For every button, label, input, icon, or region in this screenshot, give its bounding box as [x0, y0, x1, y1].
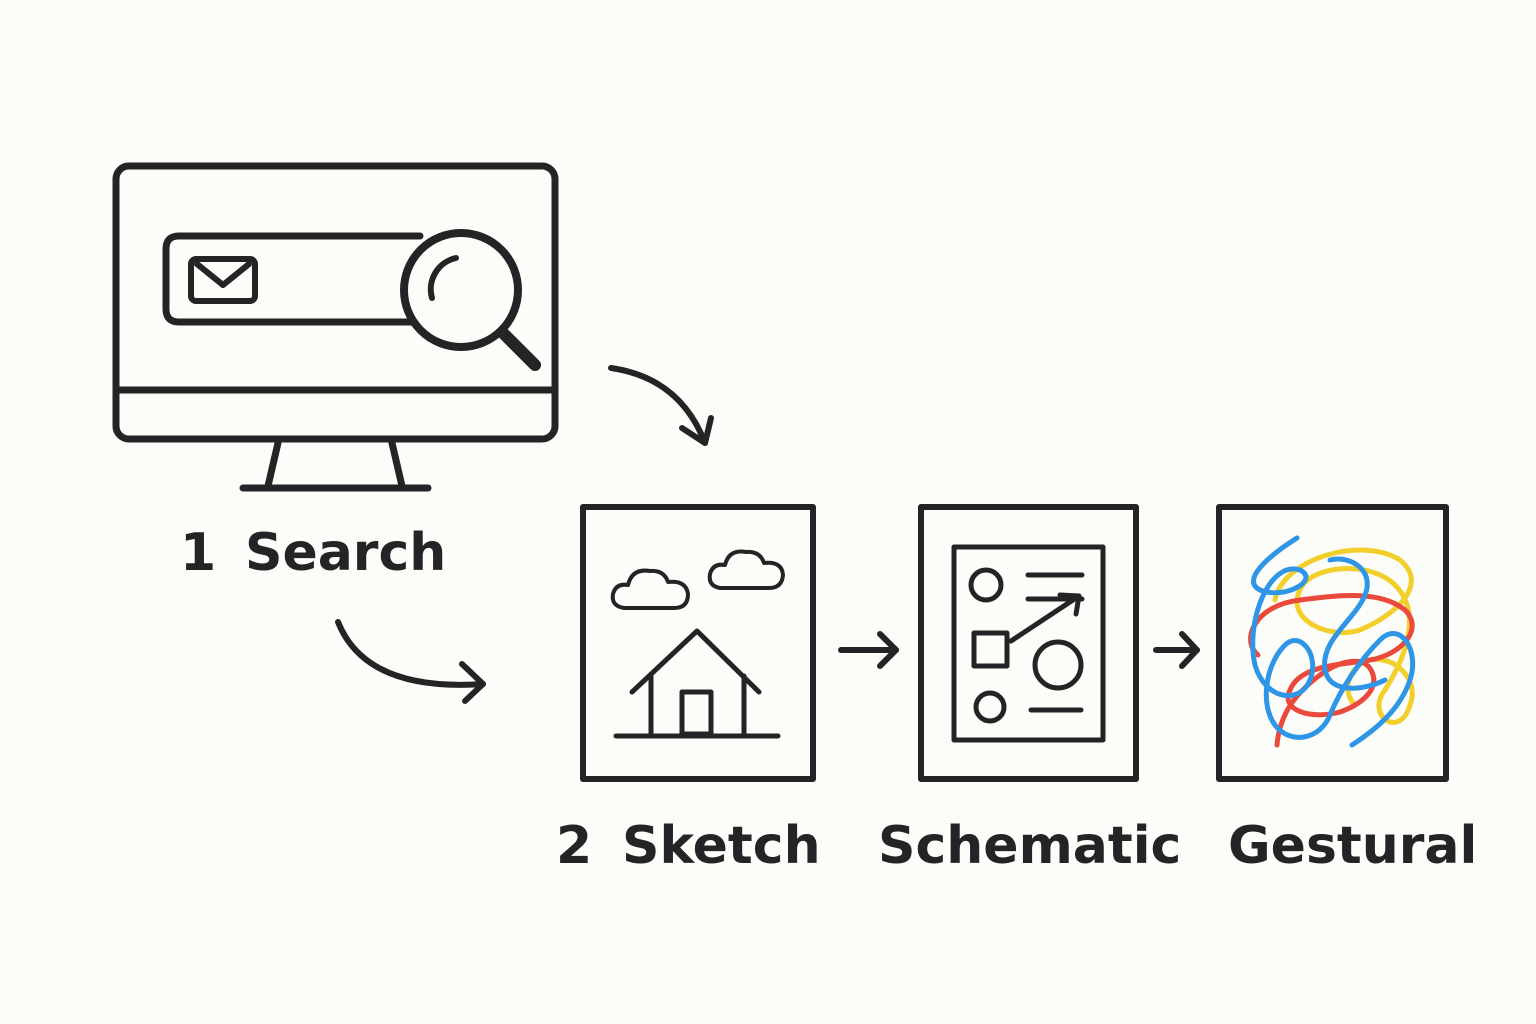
magnifier-icon	[400, 229, 541, 371]
house-sketch-icon	[580, 504, 816, 782]
schematic-inner-frame	[951, 544, 1106, 743]
step-2-label: Sketch	[622, 816, 821, 876]
schematic-card-frame	[918, 504, 1139, 782]
arrow-right-2	[1153, 631, 1200, 669]
arrow-right-1	[838, 631, 899, 669]
step-3-label: Schematic	[878, 816, 1181, 876]
curved-arrow-down	[608, 365, 714, 446]
schematic-circle-large	[1032, 639, 1084, 691]
cloud-left	[610, 568, 690, 610]
computer-search-icon	[112, 162, 559, 492]
schematic-circle-top	[968, 567, 1004, 603]
scribble-icon	[1216, 504, 1449, 782]
sketch-card-frame	[580, 504, 816, 782]
step-1-number: 1	[180, 523, 216, 583]
step-2-number: 2	[556, 816, 592, 876]
step-1-label: Search	[245, 523, 446, 583]
house-roof	[629, 628, 762, 695]
cloud-right	[707, 549, 785, 590]
step-4-label: Gestural	[1228, 816, 1477, 876]
schematic-circle-bottom	[973, 690, 1007, 724]
scribble-yellow	[1272, 547, 1415, 725]
monitor-stand	[264, 439, 406, 490]
schematic-square	[971, 630, 1010, 669]
gestural-card-frame	[1216, 504, 1449, 782]
scribble-blue	[1250, 535, 1416, 748]
schematic-icon	[918, 504, 1139, 782]
mail-icon	[188, 256, 258, 304]
house-door	[679, 689, 714, 737]
scribble-red	[1248, 593, 1415, 748]
schematic-arrow	[1008, 592, 1082, 644]
house-walls	[648, 673, 747, 737]
search-bar	[162, 232, 424, 326]
curved-arrow-right	[335, 619, 486, 704]
monitor-frame	[112, 162, 559, 443]
